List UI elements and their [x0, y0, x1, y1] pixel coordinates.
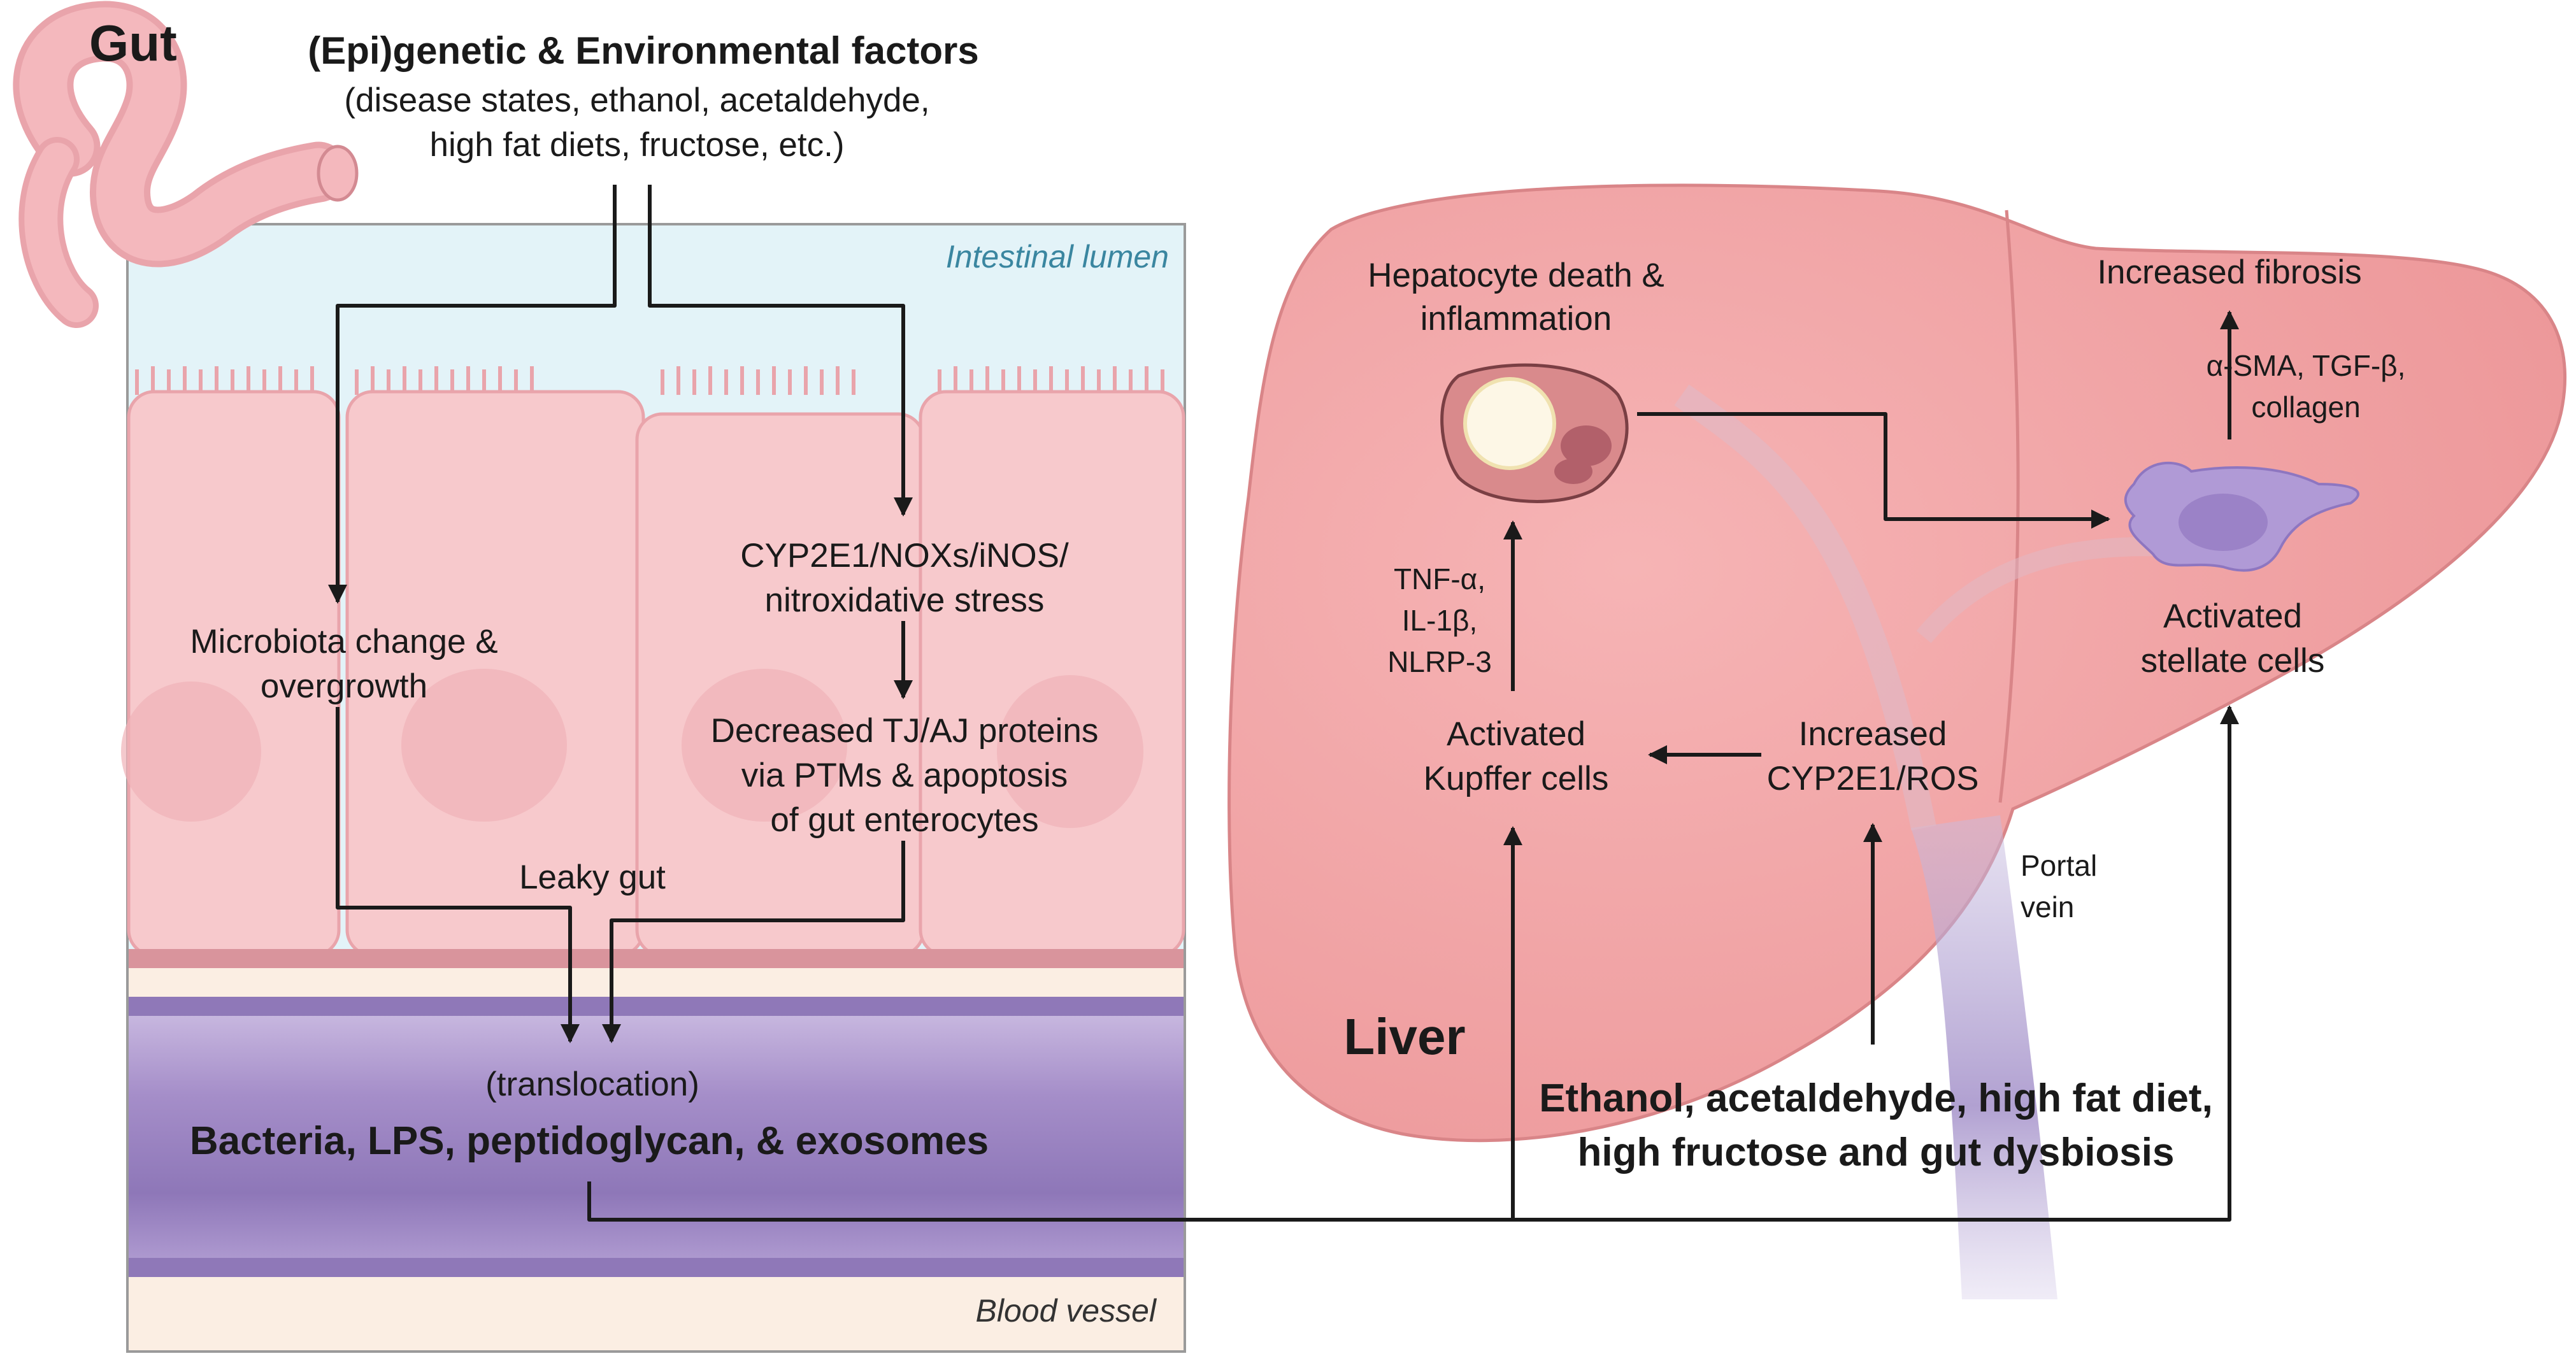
stellate-cell-icon [2124, 461, 2359, 572]
liver-title: Liver [1343, 1008, 1465, 1065]
tj-line-2: via PTMs & apoptosis [741, 757, 1068, 794]
portal-branch [1916, 537, 2179, 643]
stellate-line-2: stellate cells [2141, 642, 2325, 680]
microbiota-line-1: Microbiota change & [190, 623, 497, 660]
cyp2e1-line-1: Increased [1799, 715, 1947, 753]
cell-nucleus [121, 682, 261, 822]
bacteria-label: Bacteria, LPS, peptidoglycan, & exosomes [190, 1119, 989, 1163]
stellate-line-1: Activated [2163, 597, 2302, 635]
portal-line-1: Portal [2021, 849, 2097, 882]
gut-labels: Gut (Epi)genetic & Environmental factors… [89, 15, 1169, 1329]
liver-labels: Liver Hepatocyte death & inflammation TN… [1343, 253, 2405, 1174]
intestinal-lumen-label: Intestinal lumen [946, 239, 1169, 275]
blood-vessel-label: Blood vessel [976, 1293, 1157, 1329]
arrows [328, 185, 2239, 1222]
cytokines-line-3: NLRP-3 [1387, 645, 1492, 678]
microbiota-line-2: overgrowth [261, 667, 427, 705]
translocation-label: (translocation) [485, 1066, 699, 1103]
leaky-gut-label: Leaky gut [519, 859, 666, 896]
portal-line-2: vein [2021, 890, 2074, 924]
submucosa-layer [129, 968, 1184, 997]
cell-nucleus [401, 669, 567, 822]
gut-title: Gut [89, 15, 177, 71]
arrow-factors-to-cyp [648, 185, 913, 517]
markers-line-1: α-SMA, TGF-β, [2207, 349, 2406, 382]
cytokines-line-1: TNF-α, [1394, 562, 1485, 596]
arrow-bacteria-to-kupffer [587, 826, 1522, 1222]
vessel-wall-top [129, 997, 1184, 1016]
hepatocyte-line-2: inflammation [1420, 300, 1612, 338]
blood-vessel [129, 997, 1184, 1277]
intestine-icon [13, 1, 359, 328]
kupffer-line-2: Kupffer cells [1424, 760, 1609, 797]
arrow-tj-to-vessel [602, 841, 905, 1043]
cyp-line-2: nitroxidative stress [765, 582, 1045, 619]
liver-factors-line-2: high fructose and gut dysbiosis [1578, 1131, 2175, 1174]
portal-branch [1674, 384, 1936, 831]
arrow-hepatocyte-to-stellate [1637, 412, 2110, 529]
arrow-microbiota-to-vessel [336, 707, 580, 1043]
liver-factors-line-1: Ethanol, acetaldehyde, high fat diet, [1539, 1076, 2213, 1120]
cell-nucleus [682, 669, 847, 822]
cytokines-line-2: IL-1β, [1402, 604, 1478, 637]
cyp2e1-line-2: CYP2E1/ROS [1767, 760, 1979, 797]
arrow-bacteria-to-stellate [1513, 705, 2239, 1222]
enterocyte-cell [919, 390, 1185, 957]
portal-vein [1911, 815, 2057, 1299]
fibrosis-label: Increased fibrosis [2097, 253, 2361, 291]
vessel-wall-bottom [129, 1258, 1184, 1277]
factors-line-1: (disease states, ethanol, acetaldehyde, [344, 82, 929, 119]
gut-panel [121, 223, 1186, 1353]
factors-title: (Epi)genetic & Environmental factors [308, 29, 979, 72]
arrow-factors-to-microbiota [328, 185, 617, 604]
microvilli [135, 366, 1164, 395]
cyp-line-1: CYP2E1/NOXs/iNOS/ [740, 537, 1069, 574]
hepatocyte-icon [1440, 363, 1629, 503]
tj-line-1: Decreased TJ/AJ proteins [711, 712, 1099, 750]
markers-line-2: collagen [2251, 390, 2360, 424]
cell-nucleus [997, 675, 1143, 828]
tissue-below-vessel [129, 1277, 1184, 1350]
hepatocyte-line-1: Hepatocyte death & [1368, 257, 1664, 294]
liver-lobe-line [1998, 210, 2020, 803]
enterocytes [121, 390, 1185, 957]
factors-line-2: high fat diets, fructose, etc.) [429, 126, 844, 164]
kupffer-line-1: Activated [1447, 715, 1585, 753]
basement-membrane [129, 949, 1184, 968]
tj-line-3: of gut enterocytes [770, 801, 1038, 839]
